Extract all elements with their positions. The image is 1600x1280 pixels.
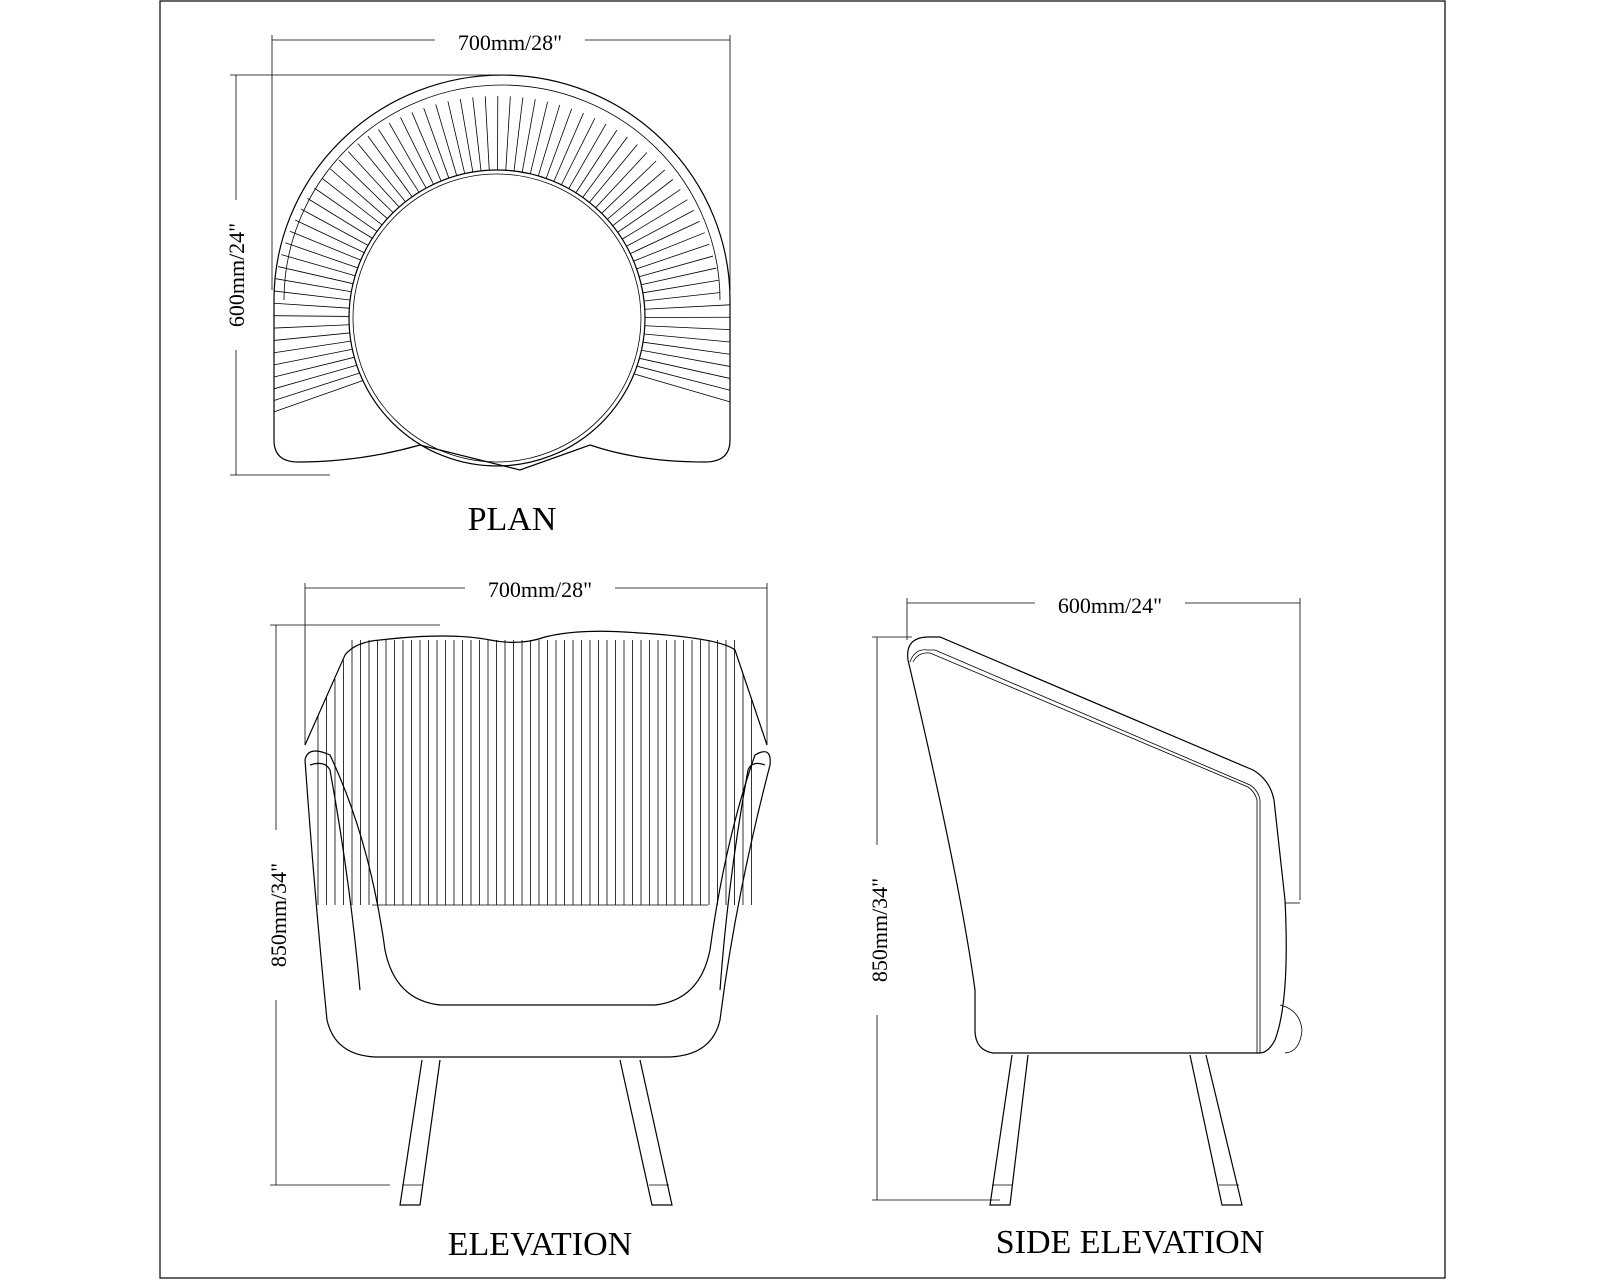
elevation-arms-seat xyxy=(304,750,771,1058)
plan-flute-line xyxy=(338,159,394,213)
plan-flute-line xyxy=(423,107,450,179)
elevation-width-dim: 700mm/28" xyxy=(488,577,592,602)
plan-flute-line xyxy=(357,143,406,202)
plan-flute-line xyxy=(568,123,607,189)
plan-flute-line xyxy=(630,221,700,254)
plan-flute-line xyxy=(636,243,710,270)
plan-flute-line xyxy=(435,104,458,176)
plan-flute-line xyxy=(644,333,731,343)
plan-flute-line xyxy=(273,324,350,329)
plan-flute-line xyxy=(537,104,561,176)
plan-flute-line xyxy=(575,129,618,193)
side-back-leg xyxy=(1189,1054,1243,1206)
plan-flute-line xyxy=(633,232,705,262)
plan-flute-line xyxy=(321,177,383,226)
plan-flute-line xyxy=(644,325,731,331)
plan-flute-line xyxy=(529,101,549,174)
plan-flute-line xyxy=(472,97,482,171)
plan-flute-line xyxy=(484,96,490,171)
side-height-dim: 850mm/34" xyxy=(867,878,892,982)
plan-width-dim: 700mm/28" xyxy=(458,30,562,55)
plan-flute-line xyxy=(273,356,355,378)
plan-flute-line xyxy=(639,357,731,379)
plan-flute-line xyxy=(314,187,378,232)
plan-flute-line xyxy=(561,117,596,185)
plan-flute-line xyxy=(273,332,350,341)
plan-flute-line xyxy=(595,152,648,208)
plan-flute-line xyxy=(513,97,524,172)
plan-outer-outline xyxy=(273,74,731,471)
plan-flute-line xyxy=(273,290,351,301)
elevation-title: ELEVATION xyxy=(448,1226,632,1263)
plan-flute-line xyxy=(626,210,694,247)
plan-seat-circle xyxy=(348,169,646,467)
sheet-border xyxy=(159,0,1446,1279)
plan-outer-inner-edge xyxy=(283,84,721,301)
plan-flute-line xyxy=(273,302,350,309)
plan-flute-line xyxy=(612,179,674,226)
elevation-flutes xyxy=(317,640,752,905)
plan-flute-line xyxy=(273,380,363,413)
plan-flute-line xyxy=(330,168,388,219)
side-elevation-view: 600mm/24" 850mm/34" SIDE ELEVATION xyxy=(862,590,1303,1261)
elevation-view: 700mm/28" 850mm/34" ELEVATION xyxy=(262,575,771,1263)
plan-flute-line xyxy=(622,199,688,240)
plan-flute-line xyxy=(589,144,638,203)
plan-flute-line xyxy=(553,112,584,182)
plan-flute-line xyxy=(505,96,511,171)
plan-flute-line xyxy=(281,254,356,277)
plan-flute-line xyxy=(447,101,466,174)
plan-flute-line xyxy=(273,348,353,366)
plan-flute-line xyxy=(300,208,369,246)
plan-flute-line xyxy=(642,341,731,355)
plan-flute-line xyxy=(642,279,719,294)
plan-flute-line xyxy=(285,242,358,269)
plan-flute-line xyxy=(347,151,400,208)
plan-flute-line xyxy=(639,255,714,278)
plan-flutes xyxy=(273,95,731,413)
plan-view: 700mm/28" 600mm/24" PLAN xyxy=(222,28,731,538)
plan-flute-line xyxy=(545,108,573,179)
plan-flute-line xyxy=(289,230,361,261)
plan-flute-line xyxy=(607,169,665,220)
elevation-backrest-top xyxy=(304,630,768,746)
plan-flute-line xyxy=(278,266,354,285)
plan-flute-line xyxy=(521,99,536,173)
plan-flute-line xyxy=(294,219,365,254)
plan-flute-line xyxy=(644,304,731,310)
plan-title: PLAN xyxy=(468,501,557,538)
plan-flute-line xyxy=(601,160,657,214)
plan-flute-line xyxy=(273,364,357,390)
plan-flute-line xyxy=(641,267,717,286)
plan-flute-line xyxy=(367,135,413,198)
plan-flute-line xyxy=(643,292,721,302)
side-depth-dim: 600mm/24" xyxy=(1058,593,1162,618)
side-front-leg xyxy=(989,1054,1029,1206)
plan-flute-line xyxy=(273,372,360,401)
plan-flute-line xyxy=(633,373,731,403)
plan-flute-line xyxy=(636,365,731,391)
plan-flute-line xyxy=(641,349,731,367)
plan-flute-line xyxy=(459,98,474,173)
side-body-outline xyxy=(907,636,1287,1054)
elevation-height-dim: 850mm/34" xyxy=(266,863,291,967)
plan-flute-line xyxy=(275,278,352,293)
side-elevation-title: SIDE ELEVATION xyxy=(996,1224,1265,1261)
plan-flute-line xyxy=(273,340,351,354)
plan-flute-line xyxy=(400,117,434,185)
elevation-left-leg xyxy=(399,1059,441,1206)
plan-flute-line xyxy=(307,198,373,239)
plan-flute-line xyxy=(617,189,681,233)
plan-seat-inner xyxy=(352,173,642,463)
plan-flute-line xyxy=(273,315,350,317)
elevation-right-leg xyxy=(619,1059,673,1206)
plan-flute-line xyxy=(411,112,442,182)
plan-flute-line xyxy=(388,122,427,189)
plan-flute-line xyxy=(378,129,420,193)
plan-flute-line xyxy=(582,136,628,198)
plan-depth-dim: 600mm/24" xyxy=(224,223,249,327)
